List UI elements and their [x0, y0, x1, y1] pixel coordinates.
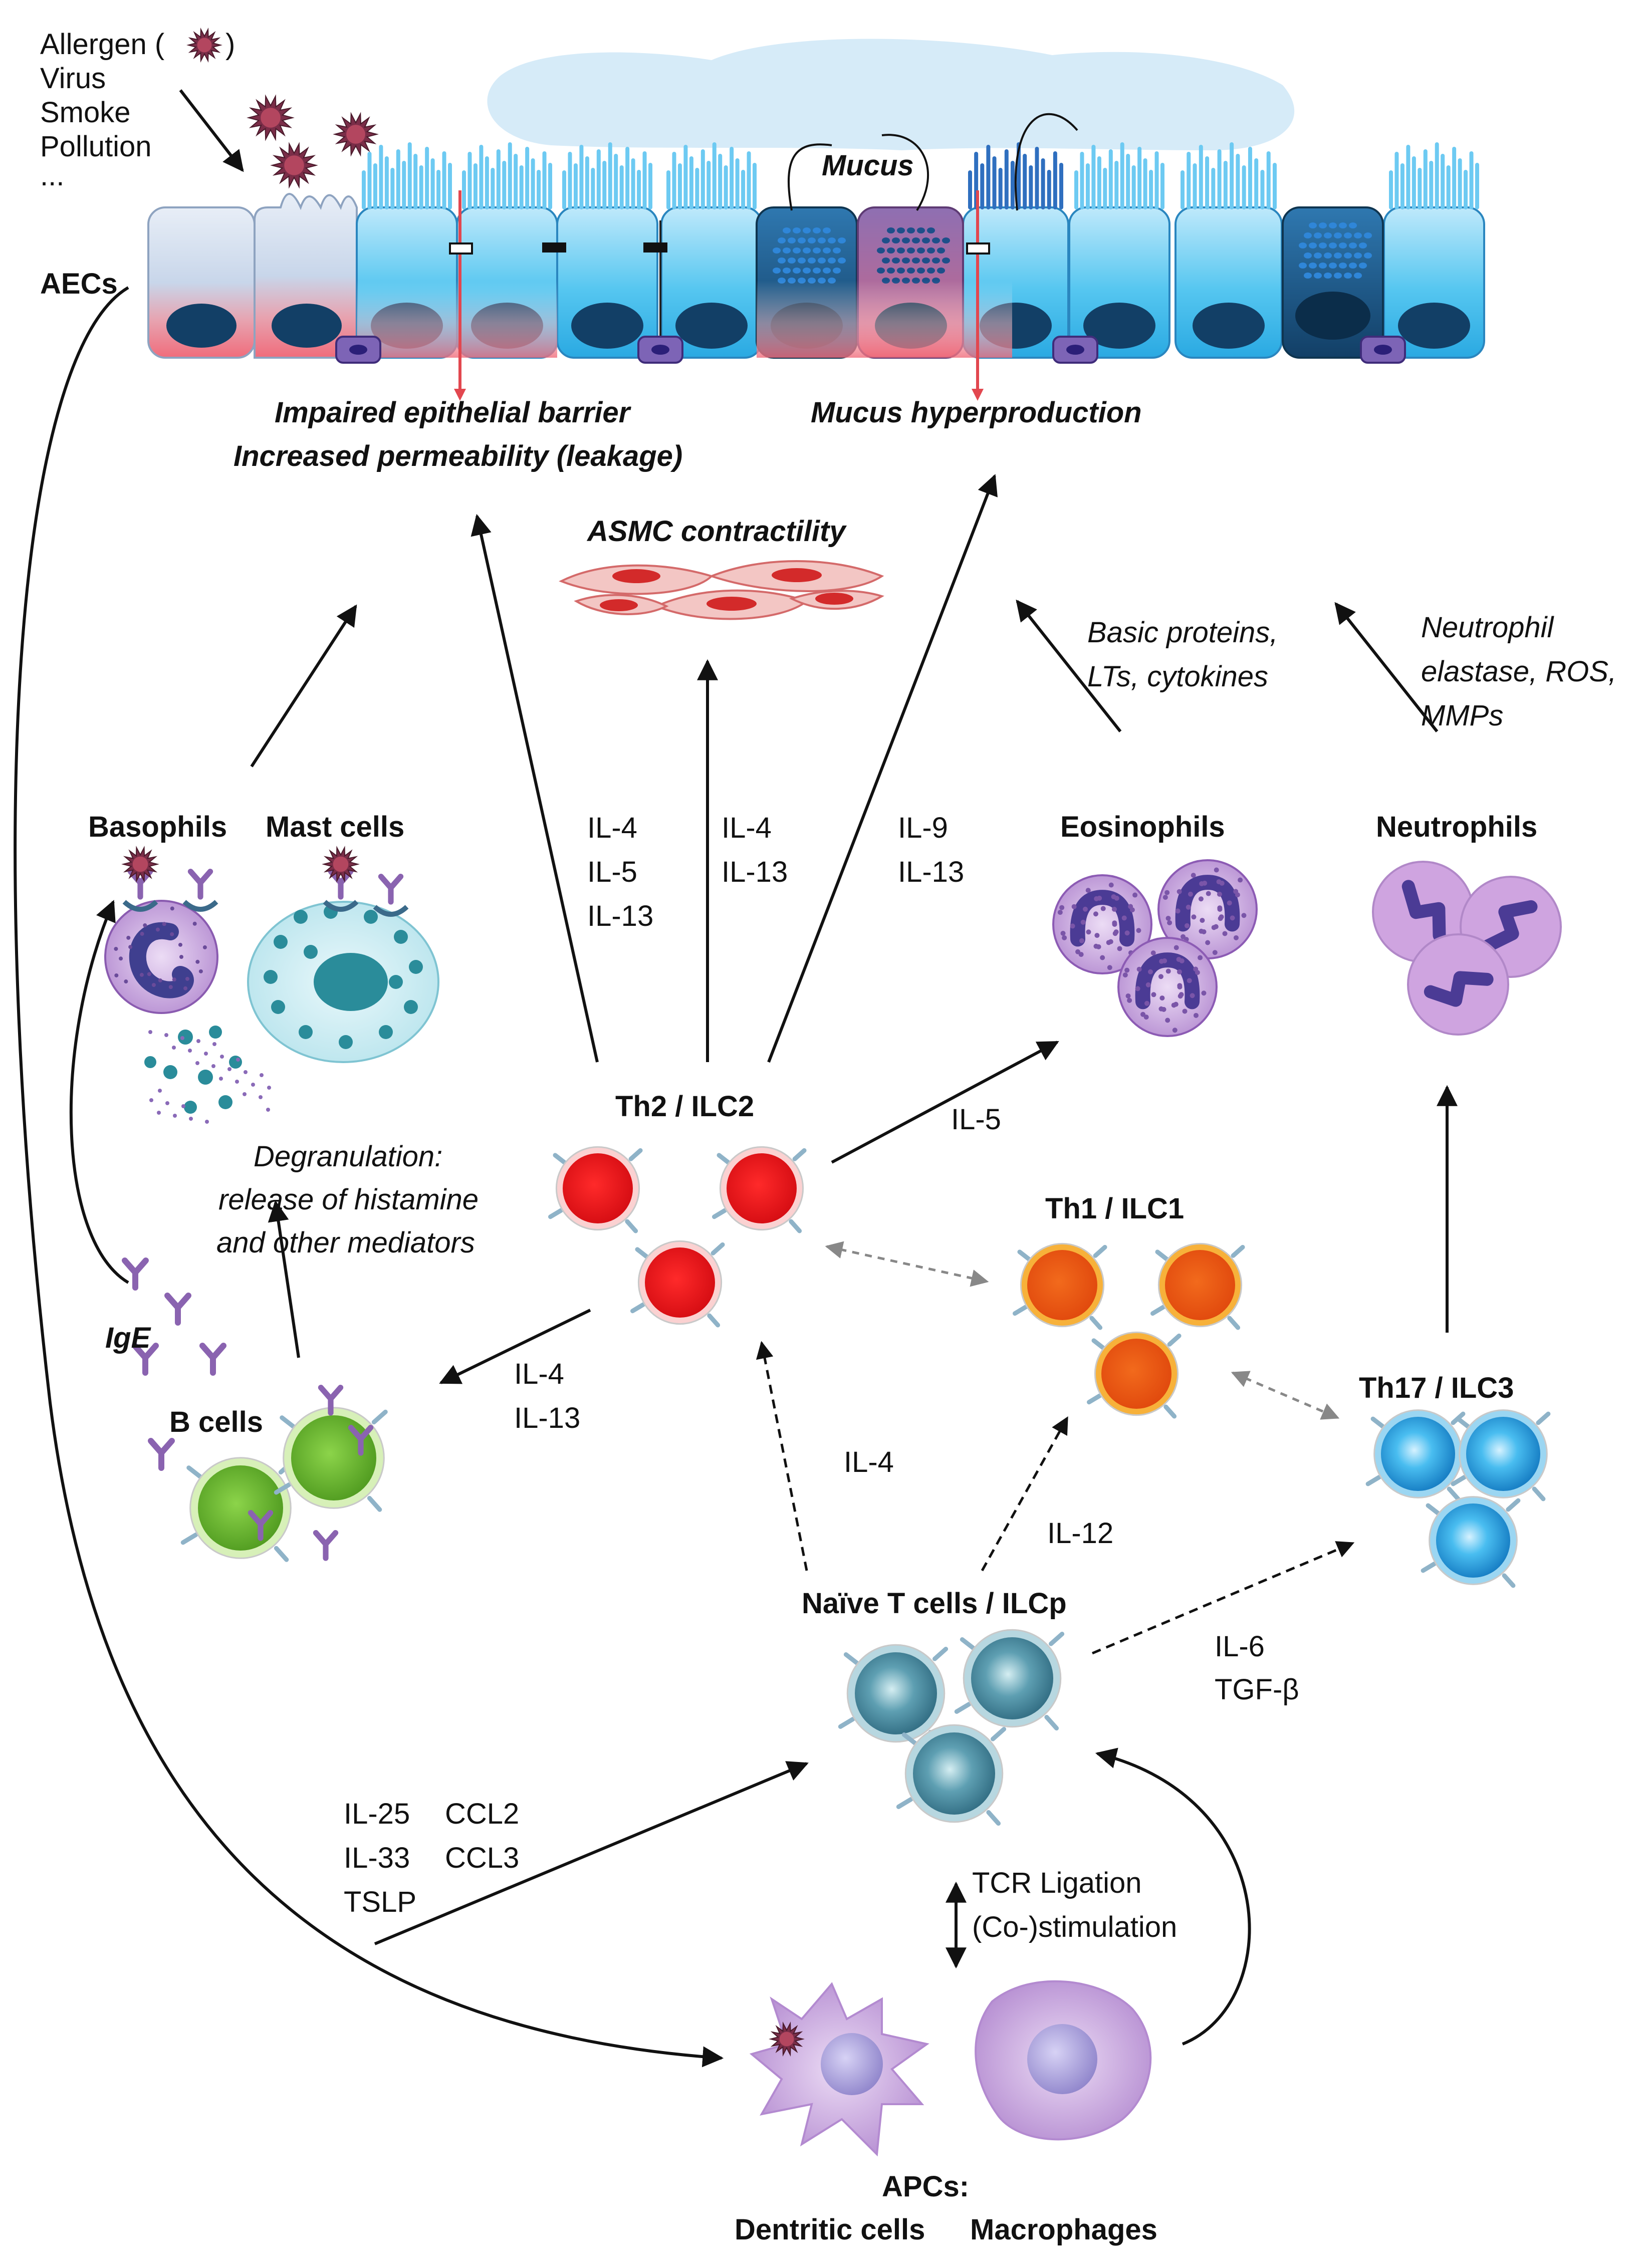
neutrophils-label: Neutrophils: [1376, 811, 1537, 843]
b-cell: [180, 1457, 295, 1562]
degran-label-2: release of histamine: [218, 1183, 479, 1216]
mucus-layer: [487, 39, 1295, 150]
ige-antibody: [187, 869, 213, 900]
allergen-label-close: ): [225, 28, 235, 61]
degran-label-3: and other mediators: [216, 1226, 475, 1259]
eosinophils-label: Eosinophils: [1060, 811, 1225, 843]
dashed-arrows: [756, 1341, 1355, 1655]
cytokine-aec-5: CCL3: [445, 1842, 519, 1874]
ige-antibody: [313, 1530, 339, 1561]
th17-label: Th17 / ILC3: [1359, 1372, 1514, 1404]
cytokine-aec-3: TSLP: [344, 1886, 416, 1918]
eos-effectors-1: Basic proteins,: [1087, 616, 1278, 649]
ige-antibody: [132, 1343, 159, 1376]
th2-cell: [548, 1146, 643, 1233]
ige-antibody: [348, 1425, 374, 1456]
ige-antibody: [199, 1343, 226, 1376]
cytokine-aec-4: CCL2: [445, 1798, 519, 1830]
th1-cell: [1150, 1242, 1245, 1330]
cytokine-th2-barrier-3: IL-13: [587, 900, 653, 932]
naive-t-cell: [838, 1644, 949, 1746]
th1-cell: [1013, 1242, 1107, 1330]
barrier-label-2: Increased permeability (leakage): [233, 440, 682, 472]
eos-effectors-2: LTs, cytokines: [1087, 660, 1268, 693]
cytokine-th2-asmc-1: IL-4: [722, 812, 772, 844]
cytokine-th2-mucus-2: IL-13: [898, 856, 964, 888]
ige-antibody: [248, 1510, 274, 1541]
grey-dashed-arrows: [825, 1241, 1340, 1420]
eosinophil: [1157, 859, 1258, 959]
cytokine-aec-2: IL-33: [344, 1842, 410, 1874]
virus-label: Virus: [40, 62, 106, 95]
th2-cell: [712, 1146, 807, 1233]
b-cell: [274, 1407, 388, 1512]
naive-t-cell: [896, 1724, 1007, 1826]
ige-antibody: [378, 874, 404, 905]
ige-label: IgE: [105, 1322, 152, 1354]
macrophages-label: Macrophages: [970, 2213, 1157, 2246]
naive-t-cell: [954, 1629, 1065, 1731]
airway-epithelium: [147, 39, 1485, 401]
cytokine-th2-mucus-1: IL-9: [898, 812, 948, 844]
smoke-label: Smoke: [40, 96, 131, 129]
tcr-label-2: (Co-)stimulation: [972, 1911, 1177, 1943]
pollution-label: Pollution: [40, 130, 151, 163]
cytokine-th2-bcells-1: IL-4: [514, 1358, 564, 1390]
cytokine-aec-1: IL-25: [344, 1798, 410, 1830]
b-cells-label: B cells: [169, 1406, 263, 1438]
naive-label: Naïve T cells / ILCp: [802, 1587, 1067, 1620]
tcr-label-1: TCR Ligation: [972, 1867, 1141, 1899]
macrophage: [975, 1980, 1152, 2141]
neut-effectors-1: Neutrophil: [1421, 611, 1554, 644]
dendritic-label: Dentritic cells: [735, 2213, 925, 2246]
cytokine-th2-eos: IL-5: [951, 1103, 1001, 1136]
allergen-arrow: [179, 89, 244, 172]
cytokine-naive-th17-1: IL-6: [1215, 1630, 1265, 1663]
cytokine-th2-barrier-2: IL-5: [587, 856, 637, 888]
asmc-label: ASMC contractility: [586, 515, 847, 548]
neutrophil: [1407, 933, 1509, 1036]
basophils-label: Basophils: [88, 811, 227, 843]
ellipsis-label: ...: [40, 159, 64, 192]
basophil: [104, 900, 218, 1014]
asmc-cells: [559, 560, 884, 620]
mast-cells-label: Mast cells: [266, 811, 404, 843]
th1-label: Th1 / ILC1: [1045, 1192, 1184, 1225]
allergen-particles: [247, 94, 379, 189]
th17-cell: [1421, 1496, 1521, 1588]
th2-cell: [630, 1240, 725, 1328]
ige-antibody: [318, 1385, 344, 1416]
allergen-icon: [186, 27, 222, 63]
th17-cell: [1451, 1409, 1551, 1501]
ige-antibody: [122, 1257, 149, 1291]
neut-effectors-2: elastase, ROS,: [1421, 655, 1616, 688]
barrier-label-1: Impaired epithelial barrier: [275, 396, 632, 429]
apcs-label: APCs:: [882, 2170, 969, 2203]
eosinophil: [1052, 874, 1152, 974]
th17-cell: [1365, 1409, 1466, 1501]
cytokine-th2-barrier-1: IL-4: [587, 812, 637, 844]
allergen-label: Allergen (: [40, 28, 164, 61]
mucus-hyper-label: Mucus hyperproduction: [811, 396, 1142, 429]
th1-cell: [1087, 1331, 1182, 1419]
eosinophil: [1117, 937, 1218, 1037]
cytokine-naive-th17-2: TGF-β: [1215, 1673, 1299, 1706]
arrows: [14, 286, 1458, 2068]
ige-antibody: [148, 1438, 175, 1471]
ige-antibody: [164, 1293, 191, 1326]
th2-label: Th2 / ILC2: [615, 1090, 754, 1123]
cytokine-naive-th2: IL-4: [844, 1446, 894, 1478]
degran-label-1: Degranulation:: [254, 1140, 442, 1173]
mucus-label: Mucus: [822, 149, 914, 182]
dendritic-cell: [749, 1982, 929, 2157]
mast-cell: [247, 901, 439, 1063]
cytokine-th2-asmc-2: IL-13: [722, 856, 788, 888]
aecs-label: AECs: [40, 268, 118, 300]
cytokine-th2-bcells-2: IL-13: [514, 1402, 580, 1434]
cytokine-naive-th1: IL-12: [1047, 1517, 1113, 1550]
released-granules: [144, 1026, 271, 1124]
